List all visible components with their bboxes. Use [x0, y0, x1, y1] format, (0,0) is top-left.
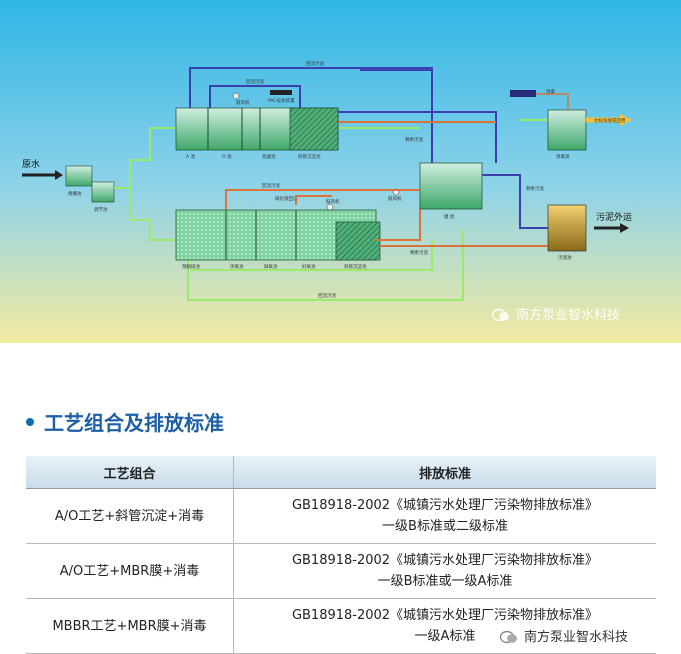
standard-cell: GB18918-2002《城镇污水处理厂污染物排放标准》一级B标准或一级A标准: [233, 543, 656, 599]
svg-text:鼓风机: 鼓风机: [236, 99, 250, 106]
watermark-text-top: 南方泵业智水科技: [516, 308, 621, 323]
svg-text:硝化液回流: 硝化液回流: [275, 195, 298, 202]
process-cell: MBBR工艺+MBR膜+消毒: [26, 598, 234, 654]
standard-line1: GB18918-2002《城镇污水处理厂污染物排放标准》: [291, 608, 599, 623]
table-row: A/O工艺+斜管沉淀+消毒 GB18918-2002《城镇污水处理厂污染物排放标…: [26, 488, 656, 544]
process-flow-diagram: 原水 格栅池 调节池 A 池 O 池 混凝池 斜管沉淀池 鼓风机 PAC投加装置…: [0, 0, 681, 343]
section-title-text: 工艺组合及排放标准: [44, 411, 224, 435]
diagram-background: [0, 0, 681, 343]
svg-text:达标排放或回用: 达标排放或回用: [594, 117, 626, 124]
table-header-row: 工艺组合 排放标准: [26, 456, 656, 489]
svg-text:消毒池: 消毒池: [556, 153, 570, 160]
disinfection-tank: [547, 109, 587, 151]
svg-text:斜管沉淀池: 斜管沉淀池: [298, 153, 321, 160]
svg-text:鼓风机: 鼓风机: [388, 195, 402, 202]
process-cell: A/O工艺+MBR膜+消毒: [26, 543, 234, 599]
wechat-icon: [491, 307, 510, 321]
standard-line2: 一级B标准或一级A标准: [377, 574, 513, 589]
inclined-settler-top: [289, 107, 339, 151]
svg-text:A 池: A 池: [186, 153, 196, 160]
standards-table: 工艺组合 排放标准 A/O工艺+斜管沉淀+消毒 GB18918-2002《城镇污…: [26, 456, 656, 654]
watermark-text-bottom: 南方泵业智水科技: [524, 630, 629, 645]
standard-cell: GB18918-2002《城镇污水处理厂污染物排放标准》一级B标准或二级标准: [233, 488, 656, 544]
table-row: A/O工艺+MBR膜+消毒 GB18918-2002《城镇污水处理厂污染物排放标…: [26, 543, 656, 599]
svg-text:调节池: 调节池: [94, 206, 108, 213]
inclined-settler-bottom: [335, 221, 381, 261]
header-standard: 排放标准: [233, 456, 656, 489]
standard-line1: GB18918-2002《城镇污水处理厂污染物排放标准》: [291, 553, 599, 568]
svg-text:回流污泥: 回流污泥: [246, 78, 264, 85]
standard-line2: 一级A标准: [414, 629, 476, 644]
svg-text:预脱硝池: 预脱硝池: [182, 263, 200, 270]
wechat-icon: [499, 629, 518, 643]
standard-line1: GB18918-2002《城镇污水处理厂污染物排放标准》: [291, 498, 599, 513]
svg-text:斜管沉淀池: 斜管沉淀池: [344, 263, 367, 270]
svg-text:消毒: 消毒: [546, 88, 555, 95]
svg-text:回流污泥: 回流污泥: [306, 60, 324, 67]
process-cell: A/O工艺+斜管沉淀+消毒: [26, 488, 234, 544]
standard-cell: GB18918-2002《城镇污水处理厂污染物排放标准》一级A标准: [233, 598, 656, 654]
sludge-tank: [547, 204, 587, 252]
svg-text:格栅池: 格栅池: [68, 190, 82, 197]
svg-text:回流污泥: 回流污泥: [262, 182, 280, 189]
svg-text:PAC投加装置: PAC投加装置: [268, 97, 295, 104]
header-process: 工艺组合: [26, 456, 234, 489]
section-heading: 工艺组合及排放标准: [26, 407, 224, 436]
svg-text:鼓风机: 鼓风机: [326, 198, 340, 205]
svg-text:O 池: O 池: [222, 153, 232, 160]
svg-text:污泥池: 污泥池: [558, 254, 572, 261]
svg-text:回流污泥: 回流污泥: [318, 292, 336, 299]
svg-text:缺氧池: 缺氧池: [264, 263, 278, 270]
watermark-top: 南方泵业智水科技: [491, 304, 621, 323]
svg-text:膜 池: 膜 池: [444, 213, 455, 220]
svg-text:好氧池: 好氧池: [302, 263, 316, 270]
svg-text:剩余污泥: 剩余污泥: [526, 185, 544, 192]
svg-text:厌氧池: 厌氧池: [230, 263, 244, 270]
bullet-dot-icon: [26, 417, 34, 426]
standard-line2: 一级B标准或二级标准: [382, 519, 508, 534]
grille-tank: [65, 165, 93, 187]
svg-text:剩余污泥: 剩余污泥: [405, 136, 423, 143]
watermark-bottom: 南方泵业智水科技: [499, 626, 629, 645]
svg-text:污泥外运: 污泥外运: [596, 211, 632, 223]
svg-text:混凝池: 混凝池: [262, 153, 276, 160]
membrane-tank: [419, 162, 483, 210]
raw-water-label: 原水: [22, 158, 40, 170]
regulating-tank: [91, 181, 115, 203]
svg-text:剩余污泥: 剩余污泥: [410, 249, 428, 256]
